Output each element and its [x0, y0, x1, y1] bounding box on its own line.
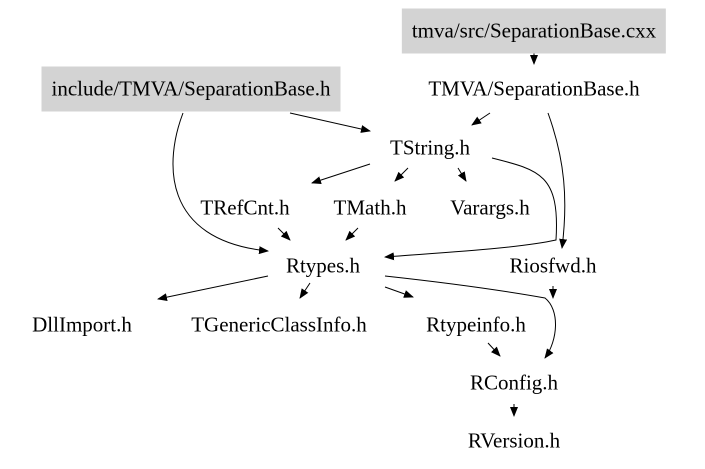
node-dllimport-h[interactable]: DllImport.h	[32, 312, 132, 337]
edge-tmva_sep_h-to-tstring	[471, 112, 491, 126]
edge-tstring-to-rtypes	[384, 157, 557, 261]
edge-inc_sep_h-to-rtypes	[172, 112, 269, 255]
edge-tmva_sep_h-to-riosfwd	[547, 112, 568, 249]
node-rconfig-h[interactable]: RConfig.h	[469, 370, 559, 395]
node-tmath-h[interactable]: TMath.h	[333, 195, 407, 220]
node-tstring-h[interactable]: TString.h	[390, 135, 470, 160]
edge-rtypes-to-rtypeinfo	[384, 286, 414, 298]
edge-rtypes-to-dllimport	[157, 275, 269, 302]
edge-tstring-to-varargs	[457, 167, 467, 182]
node-rtypeinfo-h[interactable]: Rtypeinfo.h	[426, 312, 526, 337]
node-tgenericclassinfo-h[interactable]: TGenericClassInfo.h	[191, 312, 367, 337]
node-rversion-h[interactable]: RVersion.h	[467, 428, 561, 453]
edge-tstring-to-tmath	[394, 167, 409, 182]
node-rtypes-h[interactable]: Rtypes.h	[285, 253, 361, 278]
node-riosfwd-h[interactable]: Riosfwd.h	[509, 253, 597, 278]
edge-tstring-to-trefcnt	[311, 163, 371, 184]
node-separationbase-cxx[interactable]: tmva/src/SeparationBase.cxx	[401, 8, 667, 54]
node-tmva-separationbase-h[interactable]: TMVA/SeparationBase.h	[428, 76, 640, 101]
node-varargs-h[interactable]: Varargs.h	[450, 195, 530, 220]
edge-rtypes-to-tgeneric	[299, 282, 311, 299]
edge-rtypeinfo-to-rconfig	[487, 342, 501, 357]
edge-rtypes-to-rconfig	[384, 275, 556, 359]
edge-inc_sep_h-to-tstring	[289, 112, 371, 133]
node-trefcnt-h[interactable]: TRefCnt.h	[200, 195, 290, 220]
edge-tmath-to-rtypes	[345, 227, 359, 241]
edge-trefcnt-to-rtypes	[277, 227, 291, 241]
node-include-separationbase-h[interactable]: include/TMVA/SeparationBase.h	[41, 66, 341, 112]
